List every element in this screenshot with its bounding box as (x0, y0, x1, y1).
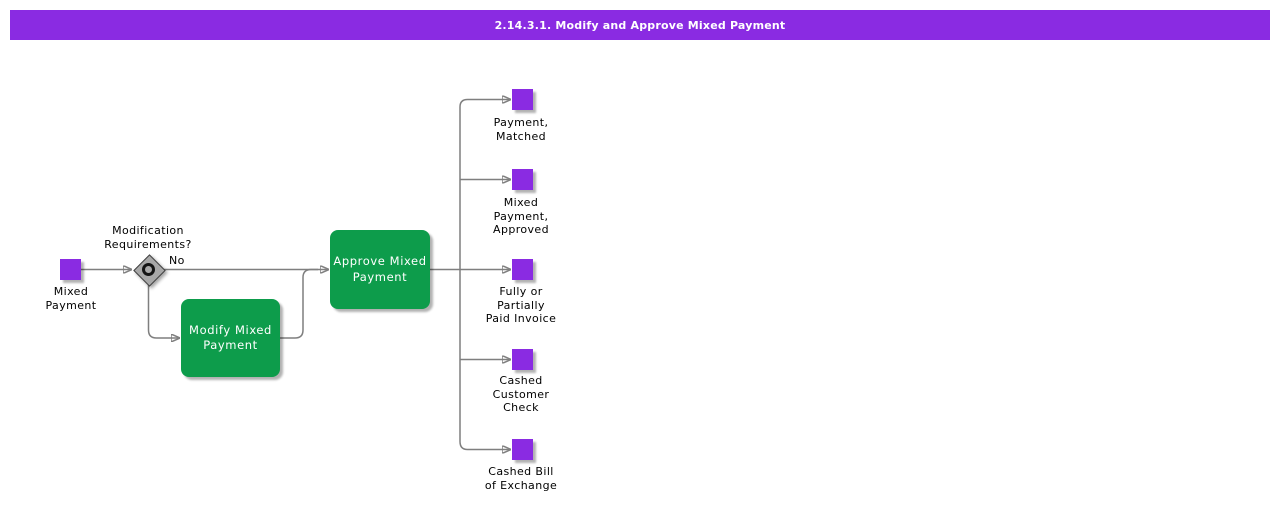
activity-modify-mixed-payment[interactable]: Modify Mixed Payment (181, 299, 280, 377)
end-event-fully-or-partially-paid-invoice[interactable] (512, 259, 533, 280)
diagram-title-bar: 2.14.3.1. Modify and Approve Mixed Payme… (10, 10, 1270, 40)
end-event-label: Payment, Matched (493, 116, 549, 143)
end-event-label: Mixed Payment, Approved (493, 196, 549, 236)
decision-no-branch-label: No (169, 254, 185, 267)
gateway-ring-icon (142, 263, 155, 276)
start-event-mixed-payment[interactable] (60, 259, 81, 280)
end-event-mixed-payment-approved[interactable] (512, 169, 533, 190)
connector-decision-to-modify (147, 284, 180, 338)
connector-modify-to-approve (280, 268, 318, 339)
end-event-payment-matched[interactable] (512, 89, 533, 110)
connector-branch-output-5 (459, 441, 511, 450)
decision-modification-requirements[interactable] (132, 253, 166, 287)
connector-branch-output-1 (459, 100, 511, 108)
decision-label: Modification Requirements? (104, 224, 192, 251)
activity-approve-mixed-payment[interactable]: Approve Mixed Payment (330, 230, 430, 309)
end-event-label: Cashed Bill of Exchange (484, 465, 558, 492)
end-event-cashed-bill-of-exchange[interactable] (512, 439, 533, 460)
end-event-cashed-customer-check[interactable] (512, 349, 533, 370)
diagram-title: 2.14.3.1. Modify and Approve Mixed Payme… (494, 18, 786, 32)
end-event-label: Cashed Customer Check (492, 374, 550, 414)
start-event-label: Mixed Payment (45, 285, 97, 312)
end-event-label: Fully or Partially Paid Invoice (485, 285, 557, 325)
